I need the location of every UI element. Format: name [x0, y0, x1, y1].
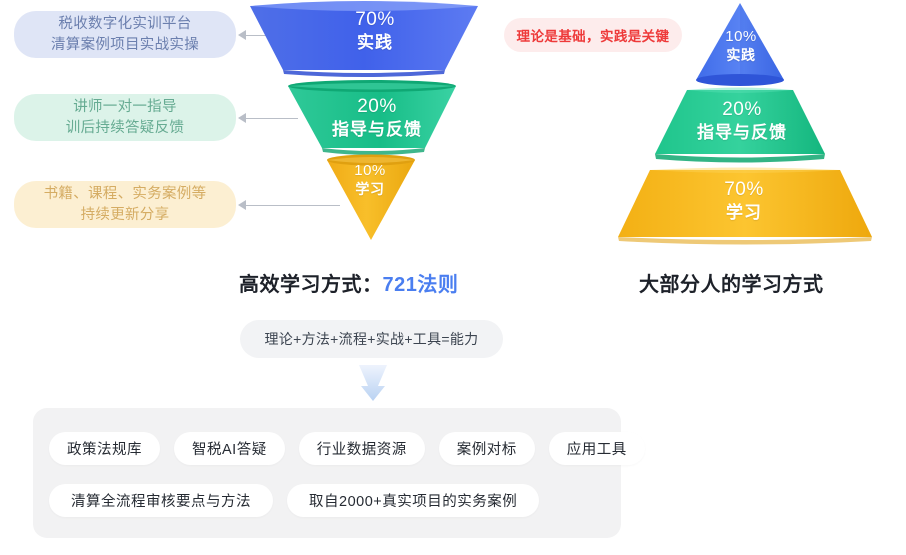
- left-diagram-title: 高效学习方式：721法则: [239, 268, 458, 297]
- connector-arrow-icon: [238, 29, 274, 41]
- capability-tag[interactable]: 智税AI答疑: [174, 432, 285, 465]
- callout-practice: 税收数字化实训平台 清算案例项目实战实操: [14, 11, 236, 58]
- capability-tag-row-2: 清算全流程审核要点与方法 取自2000+真实项目的实务案例: [49, 484, 540, 517]
- callout-learning: 书籍、课程、实务案例等 持续更新分享: [14, 181, 236, 228]
- arrow-line: [244, 204, 340, 206]
- capability-card: 政策法规库 智税AI答疑 行业数据资源 案例对标 应用工具 清算全流程审核要点与…: [33, 408, 645, 538]
- capability-tag[interactable]: 案例对标: [438, 432, 535, 465]
- callout-coaching: 讲师一对一指导 训后持续答疑反馈: [14, 94, 236, 141]
- capability-tag[interactable]: 应用工具: [548, 432, 645, 465]
- pyramid-segment-coaching: [655, 87, 825, 163]
- pyramid-segment-learning: [618, 167, 872, 245]
- arrow-head-icon: [238, 199, 246, 210]
- callout-line: 持续更新分享: [80, 206, 170, 223]
- left-diagram-title-accent: 721法则: [382, 274, 459, 296]
- capability-tag[interactable]: 政策法规库: [49, 432, 160, 465]
- callout-line: 讲师一对一指导: [73, 98, 177, 115]
- capability-tag[interactable]: 取自2000+真实项目的实务案例: [287, 484, 540, 517]
- pyramid-chart: [618, 3, 872, 245]
- funnel-segment-practice: [250, 1, 478, 77]
- arrow-line: [244, 34, 274, 36]
- pyramid-segment-practice: [696, 3, 784, 86]
- formula-pill: 理论+方法+流程+实战+工具=能力: [240, 320, 503, 358]
- callout-line: 训后持续答疑反馈: [65, 119, 185, 136]
- note-badge-label: 理论是基础，实践是关键: [516, 29, 670, 44]
- connector-arrow-icon: [238, 112, 298, 124]
- connector-arrow-icon: [238, 199, 340, 211]
- funnel-segment-learning: [327, 154, 415, 240]
- arrow-line: [244, 117, 298, 119]
- formula-text: 理论+方法+流程+实战+工具=能力: [264, 331, 479, 347]
- arrow-head-icon: [238, 112, 246, 123]
- capability-tag[interactable]: 清算全流程审核要点与方法: [49, 484, 273, 517]
- left-diagram-title-prefix: 高效学习方式：: [239, 274, 383, 296]
- callout-line: 书籍、课程、实务案例等: [43, 185, 207, 202]
- capability-tag[interactable]: 行业数据资源: [298, 432, 425, 465]
- callout-line: 税收数字化实训平台: [58, 15, 192, 32]
- capability-tag-row-1: 政策法规库 智税AI答疑 行业数据资源 案例对标 应用工具: [49, 432, 645, 465]
- funnel-chart: [250, 1, 478, 240]
- callout-line: 清算案例项目实战实操: [51, 36, 199, 53]
- down-arrow-icon: [359, 365, 387, 401]
- arrow-head-icon: [238, 29, 246, 40]
- funnel-segment-coaching: [288, 80, 456, 155]
- note-badge: 理论是基础，实践是关键: [504, 18, 682, 52]
- right-diagram-title: 大部分人的学习方式: [639, 274, 824, 296]
